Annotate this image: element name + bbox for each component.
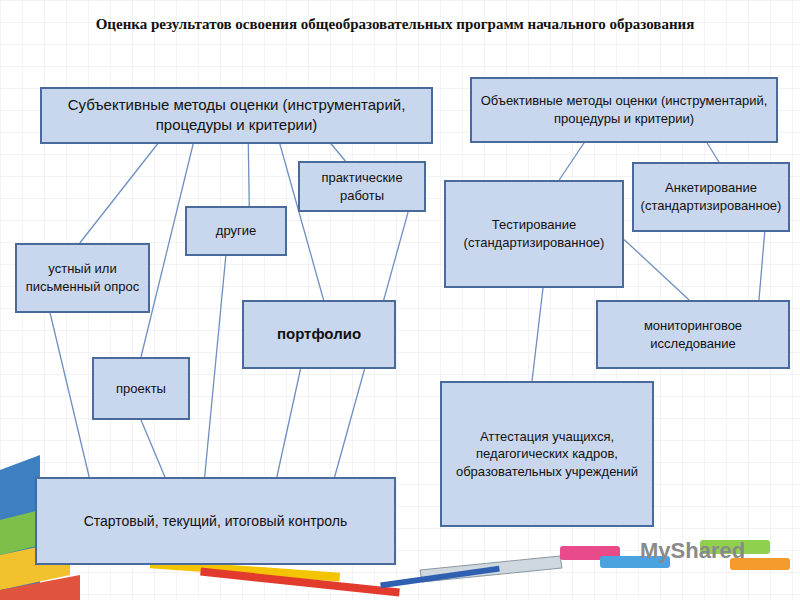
box-label: Тестирование (стандартизированное) [452, 216, 616, 251]
method-box: Субъективные методы оценки (инструментар… [40, 87, 433, 144]
connector-line [759, 232, 765, 300]
box-label: устный или письменный опрос [23, 260, 142, 295]
connector-line [50, 313, 89, 477]
box-label: портфолио [277, 324, 361, 344]
method-box: практические работы [298, 161, 426, 212]
connector-line [532, 288, 543, 381]
watermark: MyShared [640, 538, 745, 564]
method-box: портфолио [242, 300, 396, 369]
connector-line [331, 144, 346, 162]
method-box: другие [185, 206, 287, 256]
box-label: практические работы [306, 169, 418, 204]
connector-line [141, 420, 165, 477]
box-label: мониторинговое исследование [604, 317, 782, 352]
diagram-title: Оценка результатов освоения общеобразова… [55, 14, 735, 36]
box-label: Анкетирование (стандартизированное) [640, 179, 782, 214]
method-box: проекты [92, 357, 190, 420]
box-label: другие [216, 222, 256, 240]
connector-line [707, 143, 719, 162]
connector-line [624, 239, 689, 300]
box-label: Объективные методы оценки (инструментари… [478, 92, 770, 127]
method-box: Стартовый, текущий, итоговый контроль [35, 477, 396, 565]
method-box: Анкетирование (стандартизированное) [632, 162, 790, 232]
connector-line [248, 144, 250, 207]
connector-line [559, 143, 584, 180]
box-label: проекты [116, 380, 166, 398]
connector-line [277, 369, 301, 477]
box-label: Субъективные методы оценки (инструментар… [48, 95, 425, 136]
method-box: Объективные методы оценки (инструментари… [470, 77, 778, 143]
method-box: мониторинговое исследование [596, 300, 790, 369]
connector-line [205, 256, 226, 477]
box-label: Стартовый, текущий, итоговый контроль [84, 512, 348, 531]
method-box: Тестирование (стандартизированное) [444, 180, 624, 288]
method-box: Аттестация учащихся, педагогических кадр… [440, 381, 654, 527]
connector-line [80, 144, 158, 244]
box-label: Аттестация учащихся, педагогических кадр… [448, 428, 646, 481]
method-box: устный или письменный опрос [15, 243, 150, 313]
